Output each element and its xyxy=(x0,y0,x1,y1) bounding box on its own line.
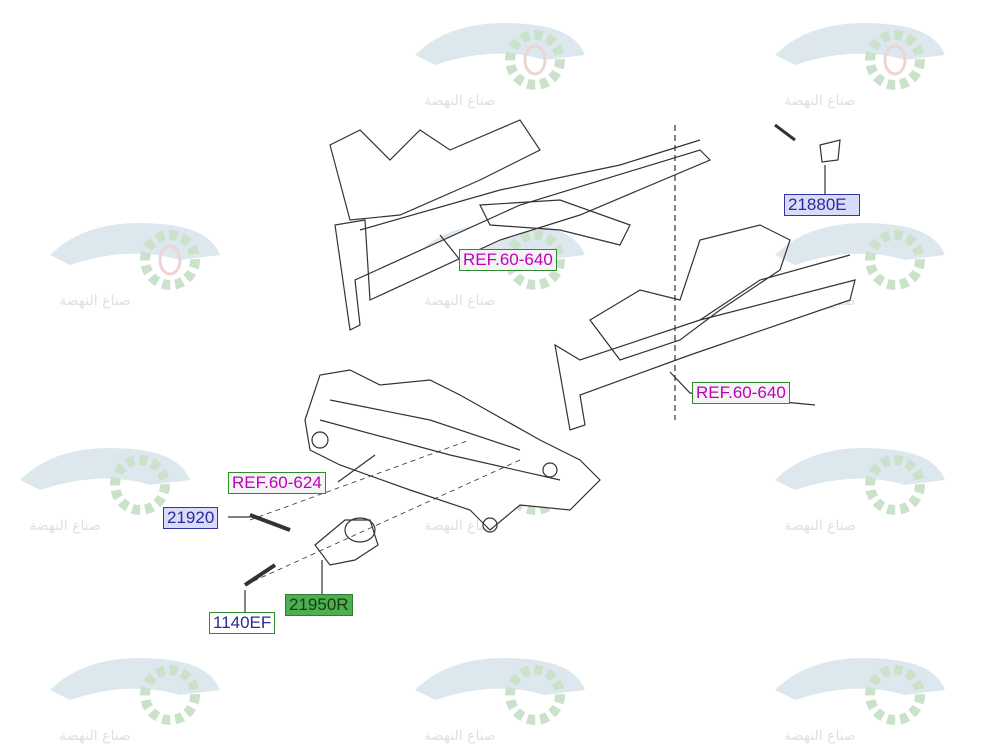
watermark: صناع النهضة xyxy=(755,640,955,750)
part-label-21920[interactable]: 21920 xyxy=(163,507,219,529)
car-logo-icon xyxy=(775,658,945,725)
car-logo-icon xyxy=(50,658,220,725)
car-logo-icon xyxy=(50,223,220,290)
bolt-21880 xyxy=(774,123,796,142)
bolt-1140 xyxy=(243,563,277,587)
watermark: صناع النهضة xyxy=(395,640,595,750)
car-logo-icon xyxy=(20,448,190,515)
part-label-21950[interactable]: 21950R xyxy=(285,594,353,616)
ref-label-60-640-right[interactable]: REF.60-640 xyxy=(692,382,790,404)
roll-rod-mount xyxy=(314,517,379,566)
watermark: صناع النهضة xyxy=(395,5,595,115)
part-label-21880[interactable]: 21880E xyxy=(784,194,860,216)
part-label-1140[interactable]: 1140EF xyxy=(209,612,276,634)
watermark: صناع النهضة xyxy=(755,430,955,540)
car-logo-icon xyxy=(775,223,945,290)
front-side-member-right xyxy=(554,125,856,431)
watermark: صناع النهضة xyxy=(0,430,200,540)
crossmember-subframe xyxy=(304,369,601,533)
car-logo-icon xyxy=(415,658,585,725)
ref-label-60-640-top[interactable]: REF.60-640 xyxy=(459,249,557,271)
watermark: صناع النهضة xyxy=(755,5,955,115)
car-logo-icon xyxy=(415,23,585,90)
bracket-21880 xyxy=(819,139,841,163)
car-logo-icon xyxy=(775,23,945,90)
ref-label-60-624[interactable]: REF.60-624 xyxy=(228,472,326,494)
car-logo-icon xyxy=(775,448,945,515)
front-side-member-left xyxy=(329,119,712,331)
bolt-21920 xyxy=(249,513,291,532)
watermark: صناع النهضة xyxy=(30,205,230,315)
watermark: صناع النهضة xyxy=(30,640,230,750)
